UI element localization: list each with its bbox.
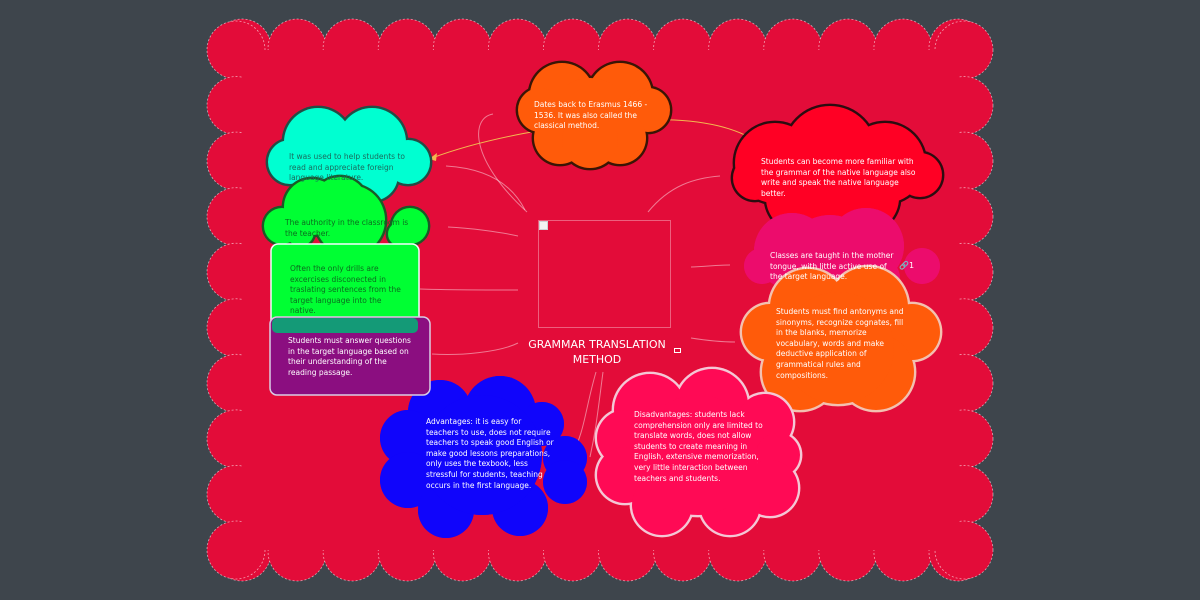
topic-bubbles: [261, 60, 945, 538]
node-mother-tongue-text[interactable]: Classes are taught in the mother tongue,…: [770, 251, 894, 282]
central-topic-title[interactable]: GRAMMAR TRANSLATION METHOD: [528, 338, 666, 366]
node-overlap: [272, 318, 418, 333]
image-icon[interactable]: [674, 348, 681, 353]
node-advantages-text[interactable]: Advantages: it is easy for teachers to u…: [426, 417, 554, 490]
node-disadvantages-bubble[interactable]: [594, 366, 803, 538]
node-authority-bubble[interactable]: [261, 174, 431, 258]
node-purpose-text[interactable]: It was used to help students to read and…: [289, 152, 405, 183]
link-count-icon[interactable]: 🔗1: [899, 261, 915, 270]
node-antonyms-bubble[interactable]: [739, 264, 943, 413]
connector-lines: [419, 113, 736, 458]
connector-history: [478, 113, 528, 213]
connector-antonyms: [690, 337, 736, 343]
connector-mother-tongue: [690, 264, 731, 268]
node-history-text[interactable]: Dates back to Erasmus 1466 - 1536. It wa…: [534, 100, 648, 131]
connector-authority: [447, 226, 519, 237]
connector-grammar: [647, 175, 721, 213]
connector-questions: [431, 342, 519, 355]
link-count: 1: [908, 261, 915, 270]
node-history-bubble[interactable]: [515, 60, 673, 171]
node-grammar-text[interactable]: Students can become more familiar with t…: [761, 157, 916, 198]
node-advantages-bubble[interactable]: [380, 376, 587, 538]
node-grammar-bubble[interactable]: [730, 103, 945, 241]
connector-disadvantages: [589, 371, 604, 458]
node-disadvantages-text[interactable]: Disadvantages: students lack comprehensi…: [634, 410, 763, 483]
node-antonyms-text[interactable]: Students must find antonyms and sinonyms…: [776, 307, 904, 380]
node-drills-text[interactable]: Often the only drills are excercises dis…: [290, 264, 401, 316]
connector-purpose: [445, 165, 526, 211]
node-questions-text[interactable]: Students must answer questions in the ta…: [288, 336, 411, 377]
node-questions-box[interactable]: [269, 316, 431, 396]
central-image-frame: [538, 220, 671, 328]
node-authority-text[interactable]: The authority in the classroom is the te…: [285, 218, 409, 238]
broken-image-icon: [539, 221, 548, 230]
connector-drills: [419, 288, 519, 291]
